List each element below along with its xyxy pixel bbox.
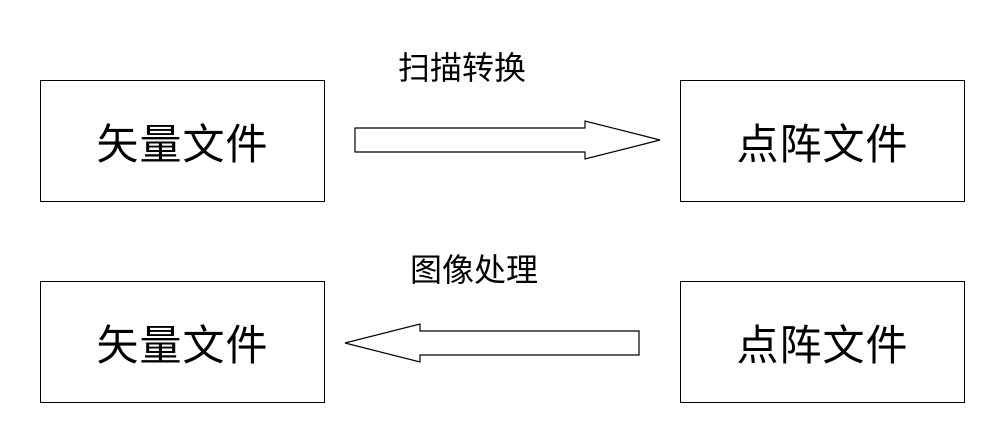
image-processing-caption: 图像处理: [410, 251, 539, 289]
vector-file-label: 矢量文件: [96, 119, 269, 169]
raster-file-label: 点阵文件: [736, 119, 909, 169]
raster-file-label: 点阵文件: [736, 320, 909, 370]
right-arrow-icon: [354, 120, 661, 160]
raster-file-box-bottom: 点阵文件: [680, 281, 965, 403]
scan-conversion-caption: 扫描转换: [398, 49, 527, 87]
vector-file-box-top: 矢量文件: [40, 80, 325, 202]
raster-file-box-top: 点阵文件: [680, 80, 965, 202]
vector-file-box-bottom: 矢量文件: [40, 281, 325, 403]
left-arrow-icon: [344, 323, 640, 363]
vector-file-label: 矢量文件: [96, 320, 269, 370]
